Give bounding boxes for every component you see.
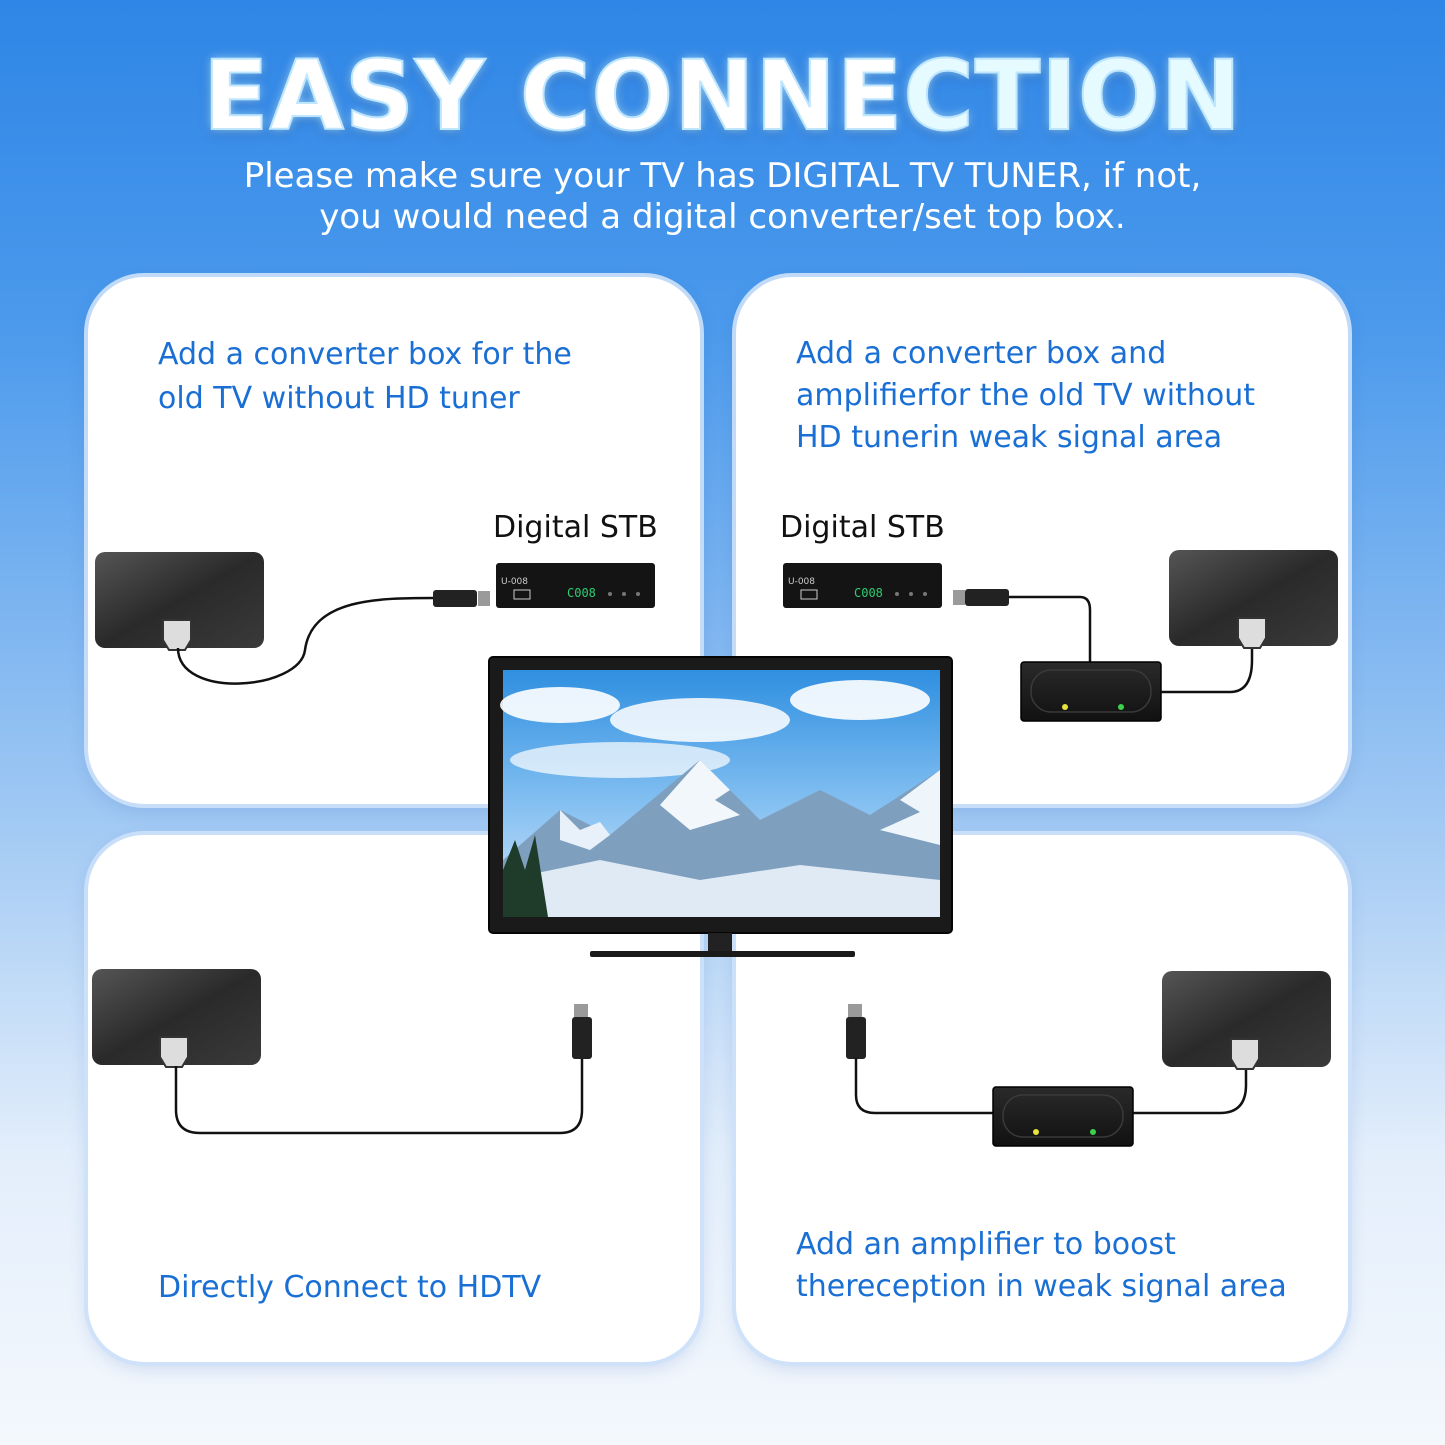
card-converter-box: Add a converter box for the old TV witho… — [88, 277, 700, 804]
card-amplifier-text: Add an amplifier to boost thereception i… — [796, 1227, 1287, 1304]
title-part-2: CTION — [902, 39, 1242, 153]
subtitle-line-2: you would need a digital converter/set t… — [319, 197, 1126, 237]
page-title: EASY CONNECTION — [0, 39, 1445, 153]
card-converter-amplifier: Add a converter box and amplifierfor the… — [736, 277, 1348, 804]
stb-label-left: Digital STB — [493, 510, 658, 545]
card-direct-connect-text: Directly Connect to HDTV — [158, 1270, 542, 1305]
card-converter-box-text: Add a converter box for the old TV witho… — [158, 337, 572, 416]
card-amplifier: Add an amplifier to boost thereception i… — [736, 835, 1348, 1362]
stb-label-right: Digital STB — [780, 510, 945, 545]
title-part-1: EASY CONNE — [202, 39, 904, 153]
card-converter-amplifier-text: Add a converter box and amplifierfor the… — [796, 336, 1255, 455]
subtitle-line-1: Please make sure your TV has DIGITAL TV … — [243, 156, 1202, 196]
card-direct-connect: Directly Connect to HDTV — [88, 835, 700, 1362]
